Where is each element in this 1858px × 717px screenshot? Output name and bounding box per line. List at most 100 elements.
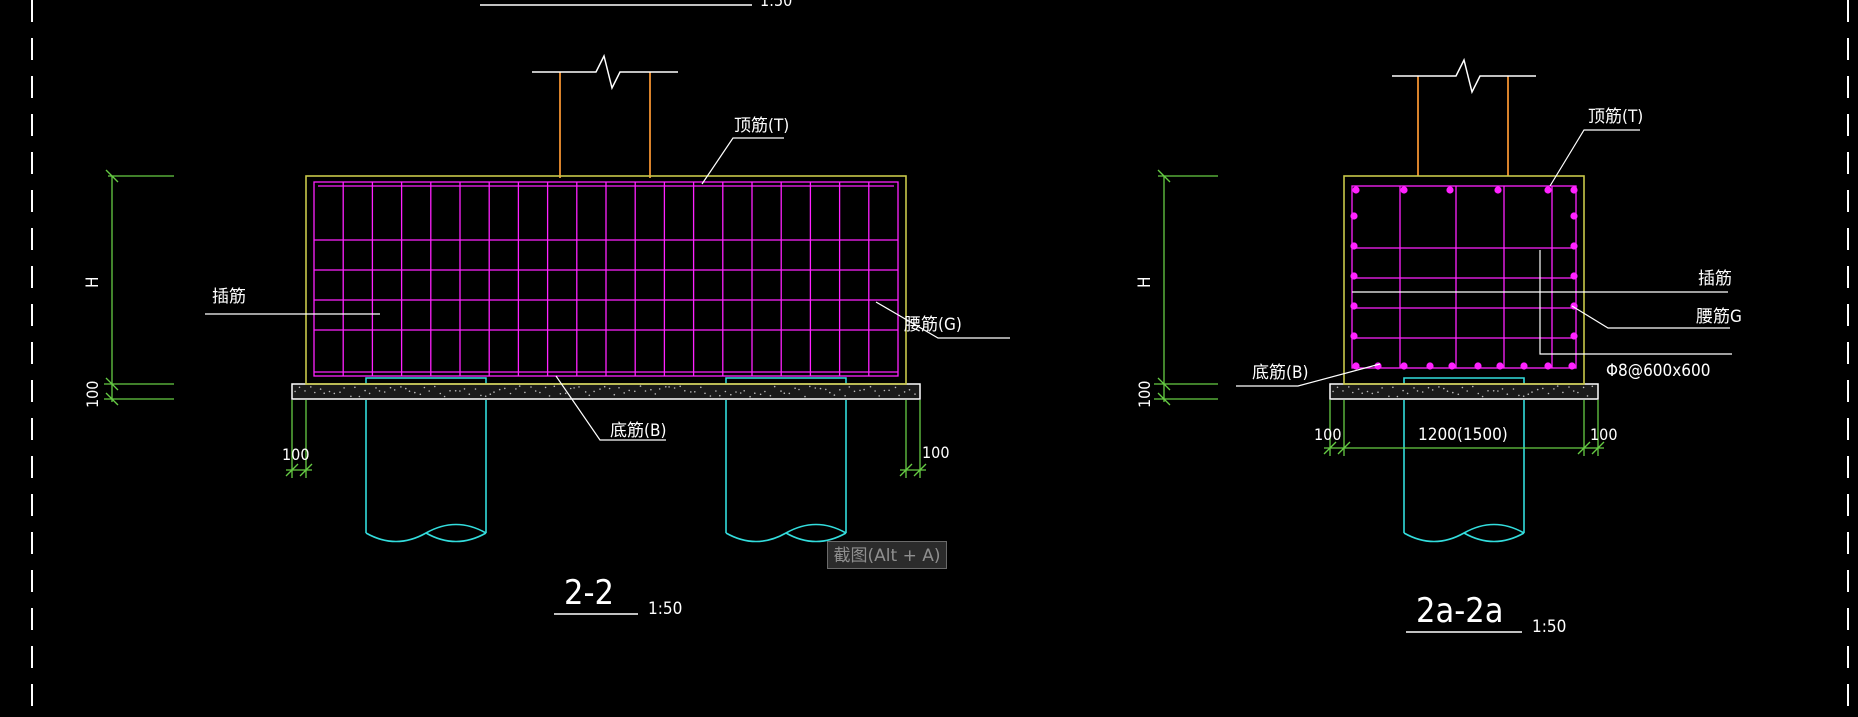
rebar-dot-side [1350,302,1358,310]
hatch-dot [798,388,800,391]
section-scale-2-2: 1:50 [648,599,682,619]
rebar-grid [313,181,899,377]
hatch-dot [848,386,851,388]
hatch-dot [434,385,436,388]
hatch-dot [1421,391,1424,393]
rebar-cage-2a [1351,185,1577,369]
dim-right-100: 100 [922,443,949,462]
hatch-dot [623,392,625,394]
hatch-dot [484,395,487,398]
hatch-dot [564,392,567,395]
hatch-dot [719,394,721,397]
rebar-dot-side [1350,242,1358,250]
hatch-dot [888,389,890,392]
hatch-dot [1377,391,1379,394]
hatch-dot [378,390,381,392]
cushion-hatch [294,385,916,398]
sheet-border [31,0,1849,717]
hatch-dot [853,390,856,393]
hatch-dot [1392,386,1394,389]
section-2-2: H 100 100 100 顶筋(T) 插筋 腰筋(G) 底筋(B) [83,53,1010,619]
hatch-dot [339,391,341,394]
hatch-dot [323,392,326,395]
hatch-dot [569,387,572,390]
hatch-dot [679,385,681,388]
dim-height-2a [1154,169,1218,406]
column-stub-2a [1392,57,1536,176]
hatch-dot [704,392,706,395]
hatch-dot [1452,391,1454,394]
hatch-dot [439,392,442,395]
hatch-dot [400,386,402,388]
rebar-dot-bottom [1568,362,1576,370]
hatch-dot [1487,390,1489,392]
hatch-dot [694,391,696,393]
rebar-dot-bottom [1520,362,1528,370]
hatch-dot [414,391,416,394]
hatch-dot [783,392,786,395]
hatch-dot [1416,390,1419,392]
hatch-dot [1431,389,1434,391]
hatch-dot [769,394,772,397]
dim-width-2a: 1200(1500) [1418,425,1508,445]
dim-bottom [285,400,927,478]
hatch-dot [1547,392,1550,395]
hatch-dot [343,387,345,389]
hatch-dot [1413,387,1415,389]
column-stub [532,53,678,178]
hatch-dot [1352,391,1354,394]
hatch-dot [613,393,616,396]
hatch-dot [914,393,916,395]
screenshot-tooltip: 截图(Alt + A) [827,541,947,569]
rebar-dot-side [1350,332,1358,340]
leaders-2a [1236,129,1732,387]
dim-height [104,169,174,406]
section-title-2-2: 2-2 [564,573,614,613]
hatch-dot [1556,385,1559,387]
hatch-dot [839,389,841,391]
hatch-dot [294,390,296,393]
label-bottom-rebar: 底筋(B) [610,421,666,441]
hatch-dot [618,387,620,389]
rebar-dot-top [1352,186,1360,194]
rebar-dot-side [1350,212,1358,220]
hatch-dot [804,395,806,398]
rebar-dot-side [1570,332,1578,340]
hatch-dot [759,393,762,396]
hatch-dot [859,389,861,392]
hatch-dot [833,394,836,396]
hatch-dot [658,388,661,390]
hatch-dot [1497,390,1499,392]
hatch-dot [419,393,422,396]
hatch-dot [668,386,670,388]
hatch-dot [1357,388,1360,390]
hatch-dot [1568,386,1570,388]
hatch-dot [314,391,316,394]
hatch-dot [1443,387,1445,390]
hatch-dot [819,387,822,390]
hatch-dot [1553,388,1555,390]
cushion-layer [291,383,921,400]
hatch-dot [1371,392,1374,395]
hatch-dot [644,390,647,392]
hatch-dot [1572,390,1575,392]
hatch-dot [764,390,766,393]
hatch-dot [883,389,886,392]
hatch-dot [1531,391,1533,393]
hatch-dot [459,390,461,392]
hatch-dot [443,395,446,398]
hatch-dot [1427,386,1430,389]
hatch-dot [898,394,900,397]
hatch-dot [773,385,776,388]
hatch-dot [690,391,692,393]
hatch-dot [700,386,702,389]
hatch-dot [749,395,751,398]
hatch-dot [1582,386,1585,389]
pile-2a [1403,377,1525,543]
hatch-dot [534,390,537,392]
section-2a-2a: H 100 100 1200(1500) 100 顶筋(T) 插筋 腰筋G [1135,57,1742,637]
hatch-dot [754,392,756,395]
rebar-dot-top [1494,186,1502,194]
hatch-dot [665,386,667,388]
